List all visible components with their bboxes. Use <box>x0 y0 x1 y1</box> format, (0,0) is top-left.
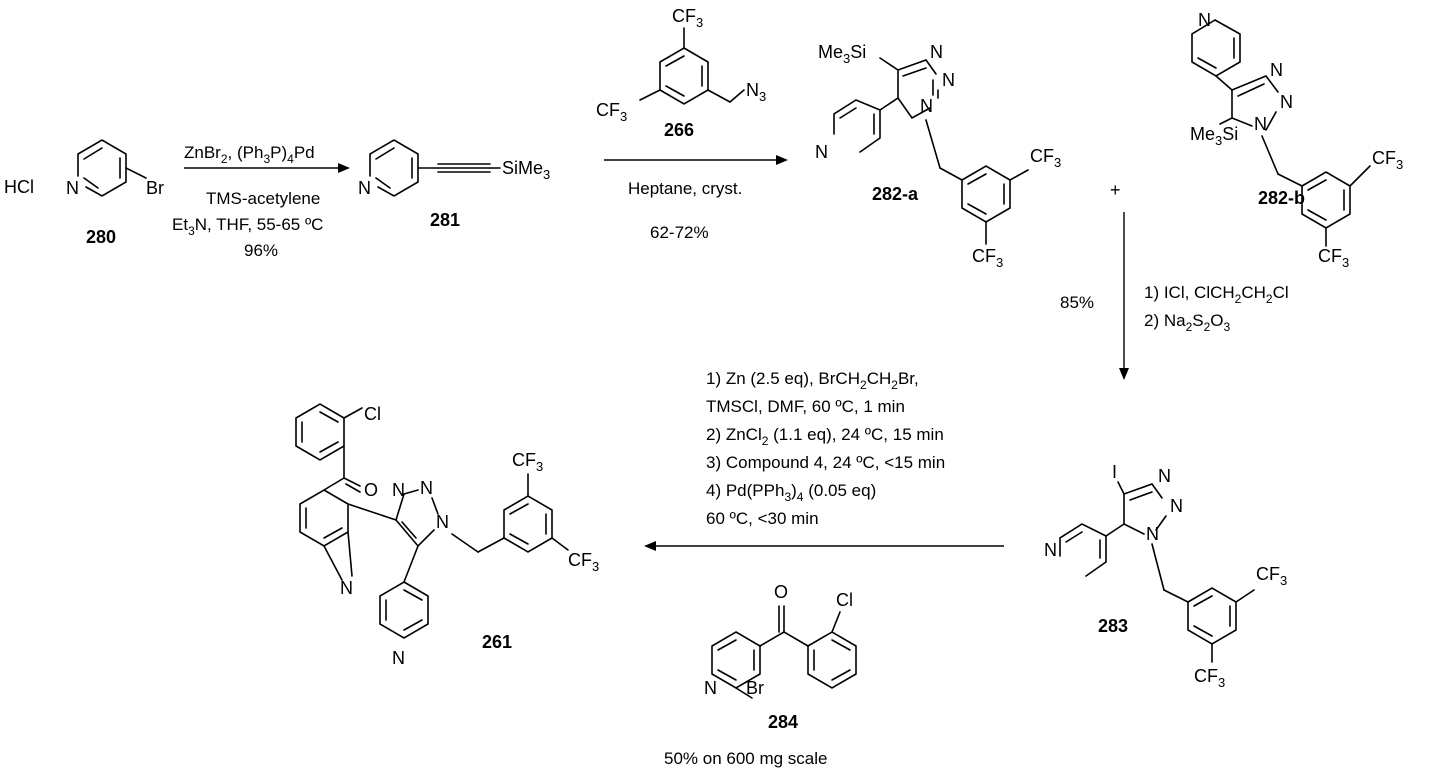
compound-281-label: 281 <box>430 210 460 230</box>
svg-text:SiMe3: SiMe3 <box>502 158 550 182</box>
svg-text:TMSCl, DMF, 60 ºC, 1 min: TMSCl, DMF, 60 ºC, 1 min <box>706 397 905 416</box>
compound-282b-structure: N N N N Me3Si CF3 CF3 282-b <box>1190 10 1403 270</box>
svg-text:60 ºC, <30 min: 60 ºC, <30 min <box>706 509 819 528</box>
svg-text:N: N <box>1280 92 1293 112</box>
svg-text:CF3: CF3 <box>512 450 543 474</box>
n-label: N <box>66 178 79 198</box>
br-label: Br <box>146 178 164 198</box>
svg-text:CF3: CF3 <box>1256 564 1287 588</box>
svg-text:3) Compound 4, 24 ºC, <15 min: 3) Compound 4, 24 ºC, <15 min <box>706 453 945 472</box>
svg-text:I: I <box>1112 462 1117 482</box>
compound-282a-structure: Me3Si N N N N CF3 CF3 282-a <box>815 42 1061 270</box>
svg-text:2) ZnCl2 (1.1 eq), 24 ºC, 15 m: 2) ZnCl2 (1.1 eq), 24 ºC, 15 min <box>706 425 944 448</box>
svg-text:ZnBr2, (Ph3P)4Pd: ZnBr2, (Ph3P)4Pd <box>184 143 315 166</box>
svg-text:N: N <box>392 480 405 500</box>
svg-text:O: O <box>774 582 788 602</box>
svg-text:Br: Br <box>746 678 764 698</box>
svg-text:2) Na2S2O3: 2) Na2S2O3 <box>1144 311 1231 334</box>
svg-text:N3: N3 <box>746 80 766 104</box>
svg-text:96%: 96% <box>244 241 278 260</box>
compound-283-label: 283 <box>1098 616 1128 636</box>
step-4-conditions: 1) Zn (2.5 eq), BrCH2CH2Br, TMSCl, DMF, … <box>664 369 945 768</box>
step-2-conditions: Heptane, cryst. 62-72% <box>628 179 742 242</box>
step-3-conditions: 85% 1) ICl, ClCH2CH2Cl 2) Na2S2O3 <box>1060 283 1289 334</box>
hcl-label: HCl <box>4 177 34 197</box>
svg-text:N: N <box>1158 466 1171 486</box>
compound-266-label: 266 <box>664 120 694 140</box>
svg-text:N: N <box>930 42 943 62</box>
svg-text:Cl: Cl <box>364 404 381 424</box>
svg-text:1) ICl, ClCH2CH2Cl: 1) ICl, ClCH2CH2Cl <box>1144 283 1289 306</box>
step-1-conditions: ZnBr2, (Ph3P)4Pd TMS-acetylene Et3N, THF… <box>172 143 323 260</box>
svg-text:CF3: CF3 <box>1030 146 1061 170</box>
compound-281-structure: N SiMe3 281 <box>358 139 550 230</box>
svg-text:CF3: CF3 <box>568 550 599 574</box>
svg-text:N: N <box>942 70 955 90</box>
svg-text:CF3: CF3 <box>1372 148 1403 172</box>
svg-text:N: N <box>1170 496 1183 516</box>
svg-text:N: N <box>815 142 828 162</box>
arrow-step-2 <box>604 155 788 165</box>
compound-284-structure: N Br O Cl 284 <box>704 582 857 732</box>
svg-text:TMS-acetylene: TMS-acetylene <box>206 189 320 208</box>
compound-282a-label: 282-a <box>872 184 919 204</box>
svg-text:Heptane, cryst.: Heptane, cryst. <box>628 179 742 198</box>
svg-text:CF3: CF3 <box>972 246 1003 270</box>
svg-text:N: N <box>420 478 433 498</box>
svg-text:1) Zn (2.5 eq), BrCH2CH2Br,: 1) Zn (2.5 eq), BrCH2CH2Br, <box>706 369 919 392</box>
compound-280-label: 280 <box>86 227 116 247</box>
svg-text:N: N <box>1146 524 1159 544</box>
svg-text:O: O <box>364 480 378 500</box>
compound-261-structure: Cl O N N N N N CF <box>295 403 599 668</box>
svg-text:N: N <box>1044 540 1057 560</box>
svg-text:Cl: Cl <box>836 590 853 610</box>
compound-284-label: 284 <box>768 712 798 732</box>
plus-sign: + <box>1110 180 1121 200</box>
svg-text:Et3N, THF, 55-65 ºC: Et3N, THF, 55-65 ºC <box>172 215 323 238</box>
compound-283-structure: I N N N N CF3 CF3 283 <box>1044 462 1287 690</box>
svg-text:CF3: CF3 <box>672 6 703 30</box>
svg-text:N: N <box>436 512 449 532</box>
svg-text:4) Pd(PPh3)4 (0.05 eq): 4) Pd(PPh3)4 (0.05 eq) <box>706 481 876 504</box>
svg-text:50% on 600 mg scale: 50% on 600 mg scale <box>664 749 828 768</box>
svg-text:Me3Si: Me3Si <box>1190 124 1238 148</box>
svg-text:62-72%: 62-72% <box>650 223 709 242</box>
compound-266-structure: CF3 CF3 N3 266 <box>596 6 766 140</box>
svg-text:N: N <box>340 578 353 598</box>
svg-text:N: N <box>1270 60 1283 80</box>
svg-text:N: N <box>392 648 405 668</box>
svg-text:CF3: CF3 <box>1318 246 1349 270</box>
svg-text:Me3Si: Me3Si <box>818 42 866 66</box>
arrow-step-4 <box>644 541 1004 551</box>
svg-text:85%: 85% <box>1060 293 1094 312</box>
compound-282b-label: 282-b <box>1258 188 1305 208</box>
arrow-step-3 <box>1119 212 1129 380</box>
svg-text:N: N <box>1254 114 1267 134</box>
svg-text:N: N <box>920 96 933 116</box>
svg-text:CF3: CF3 <box>596 100 627 124</box>
n-label: N <box>358 178 371 198</box>
compound-280-structure: HCl N Br 280 <box>4 139 164 247</box>
compound-261-label: 261 <box>482 632 512 652</box>
svg-text:CF3: CF3 <box>1194 666 1225 690</box>
arrow-step-1 <box>184 163 350 173</box>
svg-text:N: N <box>704 678 717 698</box>
